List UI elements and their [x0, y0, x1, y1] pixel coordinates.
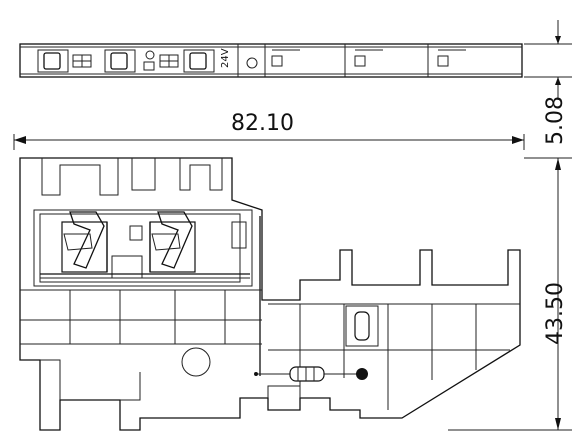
dimension-height: 43.50 — [543, 282, 568, 345]
side-view — [19, 157, 521, 431]
dimension-thickness: 5.08 — [543, 96, 568, 145]
voltage-label: 24V — [220, 48, 231, 68]
right-spring-clamp — [149, 211, 196, 273]
height-dimension: 43.50 — [448, 157, 572, 431]
top-view-contact-slots — [271, 49, 466, 67]
width-dimension: 82.10 — [13, 111, 525, 150]
resistor-circuit — [254, 366, 368, 382]
left-spring-clamp — [61, 211, 108, 273]
dimension-width: 82.10 — [231, 111, 294, 136]
housing-cells — [20, 289, 520, 410]
top-view: 24V — [19, 43, 523, 78]
thickness-dimension: 5.08 — [524, 20, 572, 145]
